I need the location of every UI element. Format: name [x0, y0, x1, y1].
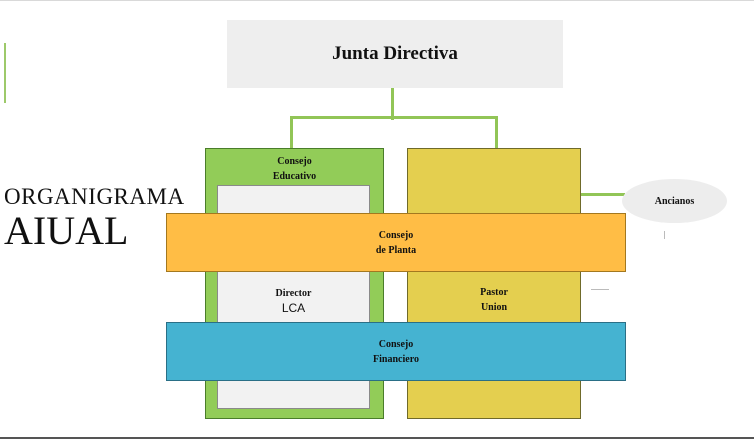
minor-tick-mark — [664, 231, 665, 239]
consejo-educativo-line2: Educativo — [272, 171, 317, 182]
director-line2: LCA — [281, 301, 306, 315]
diagram-title-line1: ORGANIGRAMA — [4, 184, 185, 209]
consejo-financiero-box: Consejo Financiero — [166, 322, 626, 381]
pastor-label: Pastor Union — [407, 285, 581, 315]
consejo-planta-line1: Consejo — [378, 229, 414, 241]
consejo-educativo-label: Consejo Educativo — [205, 154, 384, 184]
junta-directiva-box: Junta Directiva — [227, 20, 563, 88]
consejo-educativo-line1: Consejo — [277, 156, 312, 167]
connector-junta-down — [391, 88, 394, 120]
consejo-planta-box: Consejo de Planta — [166, 213, 626, 272]
director-label: Director LCA — [217, 286, 370, 316]
connector-horizontal — [290, 116, 498, 119]
consejo-planta-line2: de Planta — [375, 244, 417, 256]
consejo-financiero-line1: Consejo — [378, 338, 414, 350]
consejo-financiero-line2: Financiero — [373, 353, 419, 365]
left-accent-line — [4, 43, 6, 103]
connector-ancianos — [581, 193, 625, 196]
pastor-line2: Union — [480, 302, 508, 313]
top-border — [0, 0, 754, 1]
connector-to-pastor — [495, 116, 498, 149]
minor-dash-mark — [591, 289, 609, 290]
bottom-border — [0, 437, 754, 439]
consejo-planta-label: Consejo de Planta — [376, 228, 416, 258]
ancianos-ellipse: Ancianos — [622, 179, 727, 223]
consejo-financiero-label: Consejo Financiero — [373, 337, 419, 367]
director-line1: Director — [275, 288, 312, 299]
connector-to-educativo — [290, 116, 293, 149]
pastor-line1: Pastor — [480, 287, 508, 298]
diagram-title-line2: AIUAL — [4, 208, 129, 253]
